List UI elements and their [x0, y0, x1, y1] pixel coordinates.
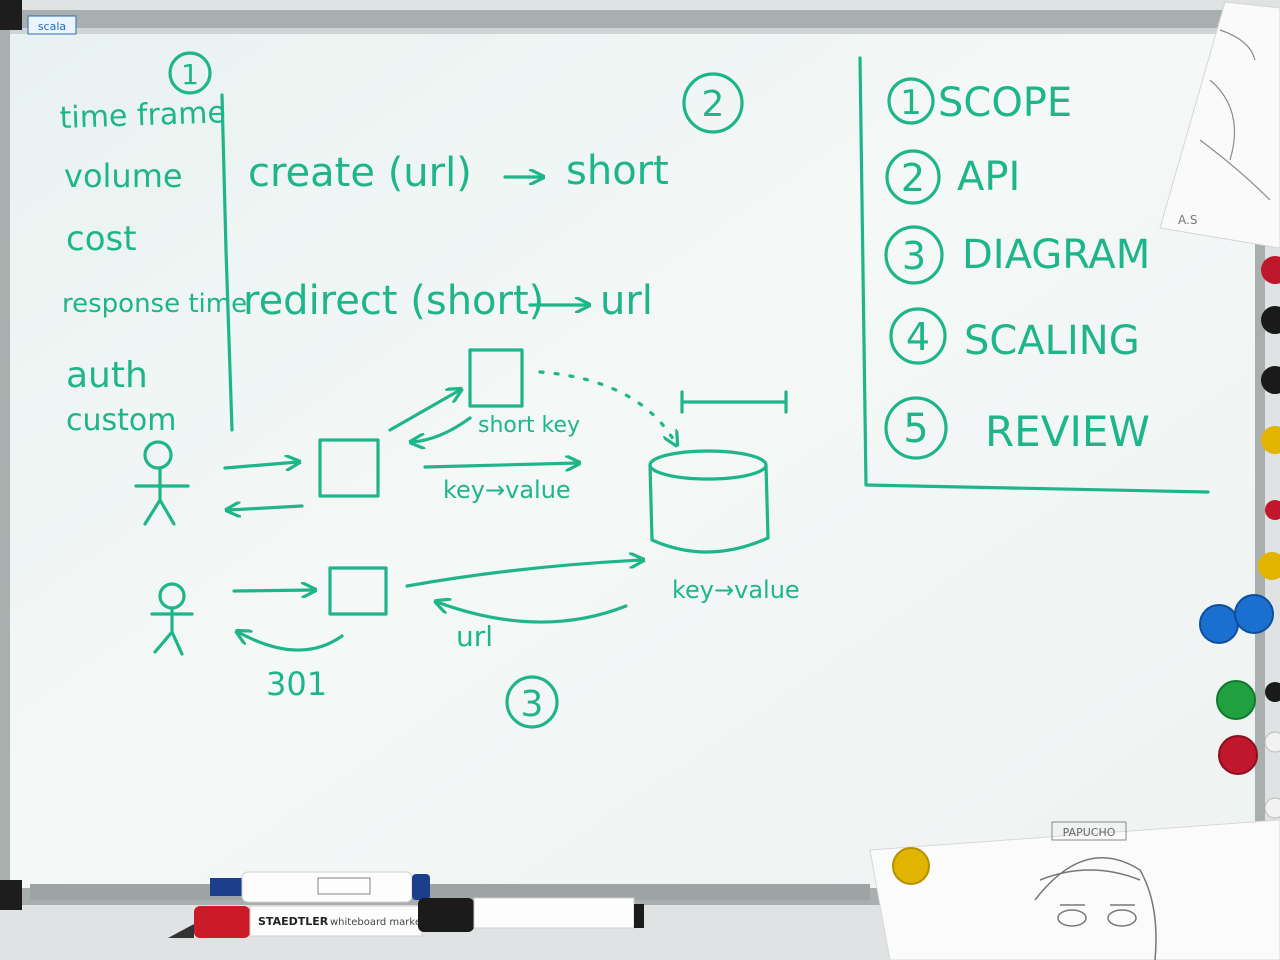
marker-text: whiteboard marker — [330, 917, 426, 928]
section-three-diagram: short key key→value key→value 301 url 3 — [134, 348, 800, 729]
frame-corner-bottom-left — [0, 880, 22, 910]
agenda-number: 3 — [902, 234, 926, 278]
marker-pens: STAEDTLER whiteboard marker — [168, 871, 644, 938]
agenda-number-circle — [885, 149, 941, 205]
scope-divider-line — [220, 93, 234, 432]
agenda-label: API — [957, 154, 1020, 200]
key-request-arrow — [388, 390, 460, 432]
api-create-result: short — [566, 148, 669, 194]
frame-label-text: scala — [38, 20, 66, 33]
lookup-request-arrow — [232, 590, 314, 591]
short-key-label: short key — [478, 413, 580, 438]
agenda: 1 SCOPE 2 API 3 DIAGRAM 4 SCALING 5 REVI… — [858, 56, 1210, 494]
read-label: url — [456, 620, 493, 653]
api-redirect-call: redirect (short) — [243, 278, 544, 324]
sketch-paper-top: A.S — [1159, 1, 1280, 249]
scope-item: time frame — [59, 95, 226, 136]
section-number: 3 — [521, 684, 544, 725]
magnet[interactable] — [1261, 256, 1280, 284]
section-number-circle — [682, 72, 744, 134]
capacity-bracket — [680, 390, 788, 414]
sketch-signature: A.S — [1178, 213, 1197, 227]
magnet[interactable] — [1258, 552, 1280, 580]
magnet[interactable] — [1265, 682, 1280, 702]
marker-pen[interactable] — [210, 871, 430, 903]
write-arrow — [423, 463, 578, 467]
magnet[interactable] — [1218, 735, 1258, 775]
agenda-number: 4 — [906, 315, 930, 359]
magnet[interactable] — [1264, 731, 1280, 753]
magnet[interactable] — [1265, 500, 1280, 520]
agenda-number: 2 — [901, 156, 925, 200]
scope-item: custom — [66, 403, 176, 438]
pen-tray — [30, 884, 870, 900]
magnet[interactable] — [1216, 680, 1256, 720]
scope-item: volume — [64, 157, 183, 195]
user-figure — [150, 582, 194, 656]
response-arrow — [228, 506, 304, 510]
agenda-number-circle — [887, 77, 935, 125]
agenda-label: DIAGRAM — [962, 232, 1150, 278]
key-response-arrow — [412, 416, 472, 442]
magnet-column — [1199, 256, 1280, 819]
agenda-number-circle — [889, 307, 947, 365]
magnet[interactable] — [1264, 797, 1280, 819]
board-surface — [10, 28, 1255, 888]
section-two: 2 create (url) short redirect (short) ur… — [243, 72, 744, 324]
agenda-label: SCALING — [964, 318, 1140, 364]
request-arrow — [223, 462, 298, 468]
magnet[interactable] — [1261, 426, 1280, 454]
marker-brand: STAEDTLER — [258, 915, 329, 928]
section-number-circle — [168, 51, 212, 95]
section-number-circle — [505, 675, 559, 729]
agenda-label: SCOPE — [938, 80, 1072, 126]
key-service-box — [468, 348, 524, 408]
agenda-number-circle — [884, 225, 944, 285]
database-cylinder — [648, 449, 770, 554]
magnet[interactable] — [1234, 594, 1274, 634]
sketch-paper-bottom: PAPUCHO — [869, 819, 1280, 960]
read-service-box — [328, 566, 388, 616]
marker-pen[interactable]: STAEDTLER whiteboard marker — [168, 905, 426, 938]
agenda-number: 5 — [903, 406, 928, 452]
redirect-response-arrow — [238, 632, 344, 652]
status-label: 301 — [266, 665, 327, 703]
frame-label — [27, 15, 77, 35]
agenda-label: REVIEW — [985, 407, 1150, 456]
magnet[interactable] — [892, 847, 930, 885]
marker-pen[interactable] — [418, 897, 644, 932]
whiteboard: scala — [0, 0, 1265, 910]
agenda-border — [858, 56, 1210, 494]
api-redirect-result: url — [600, 278, 653, 324]
scope-item: cost — [66, 219, 137, 259]
magnet[interactable] — [1199, 604, 1239, 644]
write-label: key→value — [443, 476, 571, 504]
api-create-call: create (url) — [248, 150, 472, 196]
section-number: 1 — [181, 58, 199, 91]
store-label: key→value — [672, 576, 800, 604]
scope-item: auth — [66, 355, 148, 396]
agenda-number: 1 — [900, 83, 922, 123]
user-figure — [134, 440, 190, 526]
magnet[interactable] — [1261, 306, 1280, 334]
section-one: 1 time frame volume cost response time a… — [59, 51, 247, 438]
frame-corner-top-left — [0, 0, 22, 30]
section-number: 2 — [702, 84, 725, 125]
sketch-title: PAPUCHO — [1063, 826, 1116, 839]
magnet[interactable] — [1261, 366, 1280, 394]
read-arrow — [405, 560, 642, 588]
scope-item: response time — [62, 289, 247, 319]
read-response-arrow — [437, 602, 628, 624]
agenda-number-circle — [884, 396, 948, 460]
write-service-box — [318, 438, 380, 498]
